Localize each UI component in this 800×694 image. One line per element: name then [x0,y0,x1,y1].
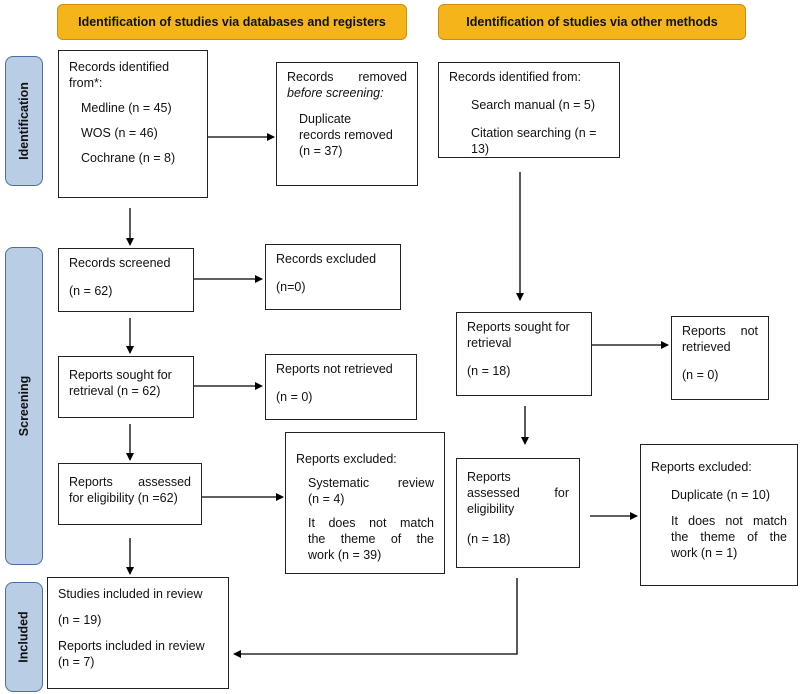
header-databases: Identification of studies via databases … [57,4,407,40]
text-line: retrieval [467,336,512,350]
box-reports-assessed: Reports assessed for eligibility (n =62) [58,463,202,525]
text-line: (n=0) [276,280,306,294]
text-line: Reports not retrieved [276,362,393,376]
text-line: Reports [467,470,511,484]
box-records-identified: Records identified from*: Medline (n = 4… [58,50,208,198]
text-line: (n = 18) [467,364,511,378]
box-other-records-identified: Records identified from: Search manual (… [438,62,620,158]
text-line: before screening: [287,86,384,100]
text-line: Studies included in review [58,587,203,601]
box-records-excluded: Records excluded (n=0) [265,244,401,310]
box-other-reports-sought: Reports sought for retrieval (n = 18) [456,312,592,396]
text-line: work (n = 1) [671,546,738,560]
text-line: (n = 0) [276,390,313,404]
text-line: for eligibility (n =62) [69,491,178,505]
text-line: the theme of the [671,530,787,544]
box-reports-not-retrieved: Reports not retrieved (n = 0) [265,354,417,420]
text-line: Records screened [69,256,171,270]
text-line: (n = 0) [682,368,719,382]
text-line: Duplicate (n = 10) [671,488,771,502]
text-line: Records identified from: [449,70,582,84]
text-line: (n = 18) [467,532,511,546]
stage-included: Included [5,582,43,692]
box-other-reports-assessed: Reports assessed for eligibility (n = 18… [456,458,580,568]
text-line: Medline (n = 45) [81,101,172,115]
text-line: It does not match [671,514,787,528]
text-line: It does not match [308,516,434,530]
box-records-removed: Records removed before screening: Duplic… [276,62,418,186]
box-records-screened: Records screened (n = 62) [58,248,194,312]
text-line: from*: [69,76,103,90]
text-line: Reports excluded: [296,452,397,466]
stage-screening: Screening [5,247,43,565]
text-line: Reports sought for [467,320,570,334]
text-line: the theme of the [308,532,434,546]
text-line: (n = 37) [299,144,343,158]
text-line: (n = 7) [58,655,95,669]
text-line: (n = 19) [58,613,102,627]
text-line: Citation searching (n = 13) [471,126,597,156]
text-line: assessed for [467,486,569,500]
arrow-other-assessed-to-included [233,578,518,658]
text-line: Duplicate [299,112,352,126]
header-databases-label: Identification of studies via databases … [78,15,386,29]
text-line: eligibility [467,502,515,516]
text-line: retrieved [682,340,731,354]
header-other-methods-label: Identification of studies via other meth… [466,15,718,29]
text-line: Reports included in review [58,639,205,653]
text-line: (n = 4) [308,492,345,506]
text-line: Records removed [287,70,407,84]
box-other-reports-excluded: Reports excluded: Duplicate (n = 10) It … [640,444,798,586]
box-reports-excluded: Reports excluded: Systematic review (n =… [285,432,445,574]
text-line: WOS (n = 46) [81,126,158,140]
text-line: work (n = 39) [308,548,382,562]
text-line: Reports sought for [69,368,172,382]
text-line: Reports assessed [69,475,191,489]
text-line: Records identified [69,60,170,74]
stage-identification: Identification [5,56,43,186]
text-line: Reports excluded: [651,460,752,474]
box-reports-sought: Reports sought for retrieval (n = 62) [58,356,194,418]
text-line: Reports not [682,324,758,338]
header-other-methods: Identification of studies via other meth… [438,4,746,40]
text-line: Search manual (n = 5) [471,98,596,112]
text-line: retrieval (n = 62) [69,384,161,398]
text-line: records removed [299,128,393,142]
box-other-reports-not-retrieved: Reports not retrieved (n = 0) [671,316,769,400]
text-line: (n = 62) [69,284,113,298]
text-line: Records excluded [276,252,377,266]
text-line: Systematic review [308,476,434,490]
box-studies-included: Studies included in review (n = 19) Repo… [47,577,229,689]
text-line: Cochrane (n = 8) [81,151,176,165]
